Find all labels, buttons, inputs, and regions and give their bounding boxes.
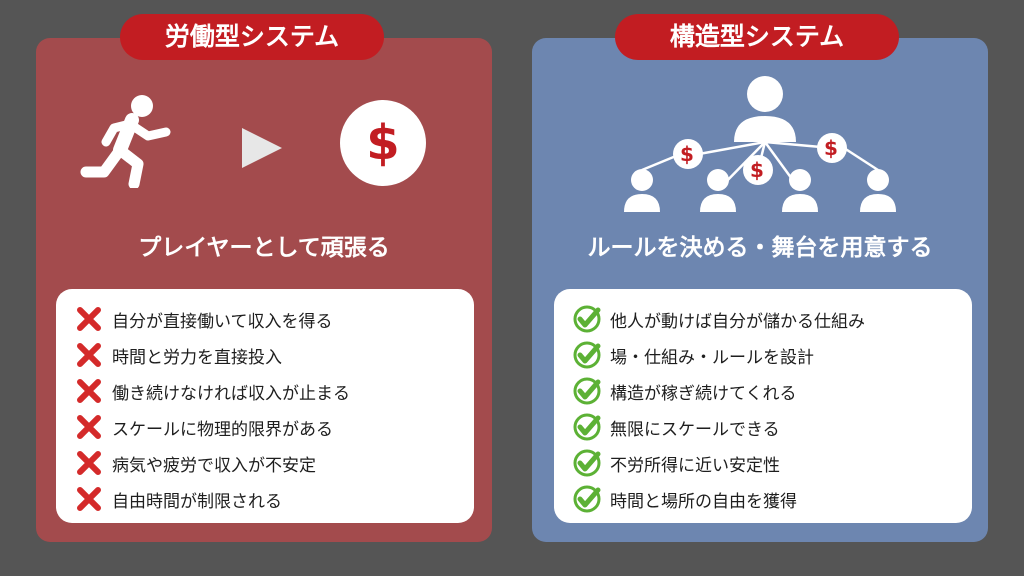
play-arrow-icon [242, 128, 282, 168]
list-item: スケールに物理的限界がある [56, 409, 474, 445]
structural-system-title: 構造型システム [615, 14, 899, 60]
check-icon [564, 304, 610, 334]
list-item: 他人が動けば自分が儲かる仕組み [554, 301, 972, 337]
cross-icon [66, 414, 112, 440]
list-item: 自由時間が制限される [56, 481, 474, 517]
labor-system-subtitle: プレイヤーとして頑張る [138, 235, 390, 261]
list-item: 時間と場所の自由を獲得 [554, 481, 972, 517]
network-dollar-symbol: $ [824, 136, 838, 160]
list-item-text: 時間と場所の自由を獲得 [610, 491, 797, 512]
check-icon [564, 448, 610, 478]
cross-icon [66, 378, 112, 404]
dollar-symbol: $ [366, 115, 400, 171]
labor-system-title: 労働型システム [120, 14, 384, 60]
list-item-text: 他人が動けば自分が儲かる仕組み [610, 311, 865, 332]
structural-system-list-box: 他人が動けば自分が儲かる仕組み 場・仕組み・ルールを設計 構造が稼ぎ続けてくれる… [554, 289, 972, 523]
list-item: 自分が直接働いて収入を得る [56, 301, 474, 337]
cross-icon [66, 306, 112, 332]
structural-system-list: 他人が動けば自分が儲かる仕組み 場・仕組み・ルールを設計 構造が稼ぎ続けてくれる… [554, 289, 972, 517]
network-dollar-symbol: $ [680, 142, 694, 166]
list-item-text: 無限にスケールできる [610, 419, 780, 440]
person-network-icon [624, 76, 896, 212]
list-item-text: 自分が直接働いて収入を得る [112, 311, 333, 332]
check-icon [564, 340, 610, 370]
labor-system-list: 自分が直接働いて収入を得る 時間と労力を直接投入 働き続けなければ収入が止まる … [56, 289, 474, 517]
list-item: 構造が稼ぎ続けてくれる [554, 373, 972, 409]
list-item: 病気や疲労で収入が不安定 [56, 445, 474, 481]
list-item-text: スケールに物理的限界がある [112, 419, 333, 440]
list-item-text: 場・仕組み・ルールを設計 [610, 347, 814, 368]
check-icon [564, 412, 610, 442]
list-item-text: 不労所得に近い安定性 [610, 455, 780, 476]
check-icon [564, 484, 610, 514]
list-item-text: 自由時間が制限される [112, 491, 282, 512]
cross-icon [66, 486, 112, 512]
dollar-coin-icon: $ [340, 100, 426, 186]
list-item-text: 時間と労力を直接投入 [112, 347, 282, 368]
list-item: 不労所得に近い安定性 [554, 445, 972, 481]
cross-icon [66, 450, 112, 476]
list-item: 無限にスケールできる [554, 409, 972, 445]
list-item-text: 構造が稼ぎ続けてくれる [610, 383, 797, 404]
list-item-text: 病気や疲労で収入が不安定 [112, 455, 316, 476]
running-person-icon [80, 95, 171, 188]
cross-icon [66, 342, 112, 368]
network-dollar-symbol: $ [750, 158, 764, 182]
labor-system-list-box: 自分が直接働いて収入を得る 時間と労力を直接投入 働き続けなければ収入が止まる … [56, 289, 474, 523]
list-item: 時間と労力を直接投入 [56, 337, 474, 373]
structural-system-subtitle: ルールを決める・舞台を用意する [587, 235, 933, 261]
list-item: 場・仕組み・ルールを設計 [554, 337, 972, 373]
check-icon [564, 376, 610, 406]
list-item-text: 働き続けなければ収入が止まる [112, 383, 350, 404]
list-item: 働き続けなければ収入が止まる [56, 373, 474, 409]
